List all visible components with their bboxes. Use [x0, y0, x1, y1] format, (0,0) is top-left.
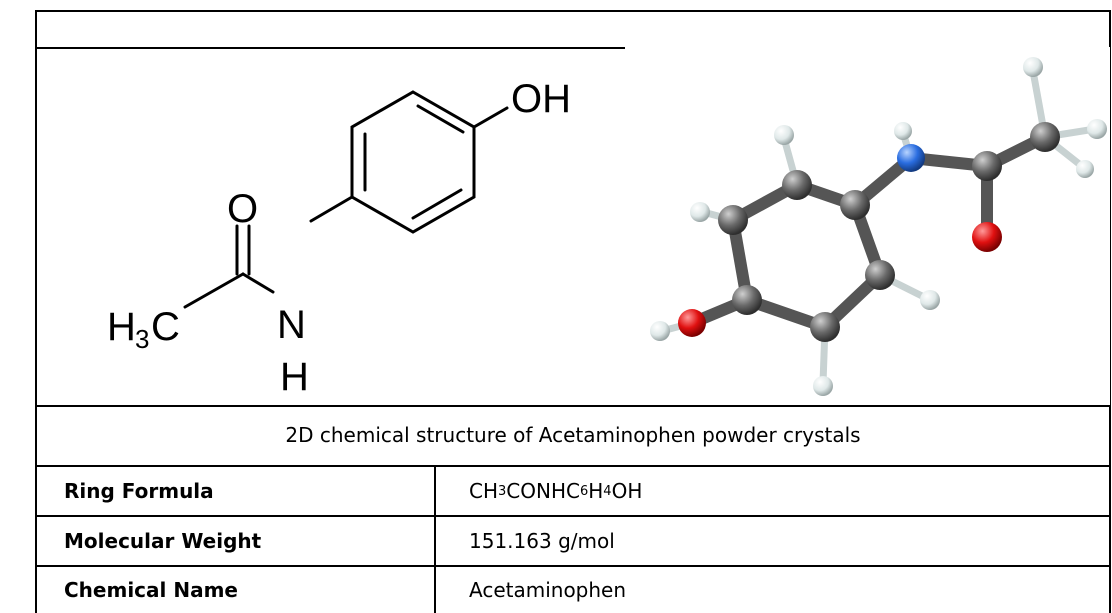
hydrogen-atom [1023, 57, 1043, 77]
structure-2d-image: O N H OH H 3 C [107, 77, 571, 399]
atom-h-amine: H [280, 355, 309, 399]
formula-text: CONHC [506, 479, 580, 503]
carbon-atom [810, 312, 840, 342]
carbon-atom [972, 151, 1002, 181]
property-value-chemical-name: Acetaminophen [469, 578, 627, 602]
formula-subscript: 6 [579, 483, 589, 499]
atom-n: N [277, 303, 306, 347]
hydrogen-atom [690, 202, 710, 222]
carbon-atom [718, 205, 748, 235]
table-rule-caption [35, 465, 1111, 467]
oxygen-atom [972, 222, 1002, 252]
formula-text: CH [469, 479, 499, 503]
carbon-atom [732, 285, 762, 315]
table-rule-images [35, 405, 1111, 407]
formula-text: OH [611, 479, 643, 503]
nitrogen-atom [897, 144, 925, 172]
atom-o-carbonyl: O [227, 187, 258, 231]
carbon-atom [865, 260, 895, 290]
hydrogen-atom [920, 290, 940, 310]
table-column-divider [434, 465, 436, 613]
bond-ring-n [309, 195, 354, 223]
atom-oh: OH [511, 77, 571, 121]
hydrogen-atom [1076, 160, 1094, 178]
bond-ring-oh [472, 106, 509, 129]
carbon-atom [782, 170, 812, 200]
formula-text: H [588, 479, 604, 503]
table-rule-top-row [35, 47, 1111, 49]
property-label-chemical-name: Chemical Name [64, 578, 238, 602]
ring-inner-bond-2 [411, 188, 463, 220]
oxygen-atom [678, 309, 706, 337]
atom-h-methyl-sub: 3 [135, 324, 149, 354]
carbon-atom [840, 190, 870, 220]
benzene-ring [350, 90, 476, 234]
bond-carbonyl-methyl [183, 272, 245, 309]
hydrogen-atom [774, 125, 794, 145]
bond-n-carbonyl [241, 272, 275, 294]
atom-c-methyl: C [151, 305, 180, 349]
hydrogen-atom [813, 376, 833, 396]
property-label-molecular-weight: Molecular Weight [64, 529, 262, 553]
formula-subscript: 3 [498, 483, 507, 499]
property-label-ring-formula: Ring Formula [64, 479, 214, 503]
hydrogen-atom [1087, 119, 1107, 139]
ring-inner-bond-1 [416, 104, 465, 134]
carbon-atom [1030, 122, 1060, 152]
table-rule-row2 [35, 565, 1111, 567]
property-value-molecular-weight: 151.163 g/mol [469, 529, 615, 553]
figure-caption: 2D chemical structure of Acetaminophen p… [285, 423, 861, 447]
document-table-frame [35, 10, 1111, 613]
hydrogen-atom [894, 122, 912, 140]
hydrogen-atom [650, 321, 670, 341]
formula-subscript: 4 [603, 483, 612, 499]
structure-3d-model-image [625, 47, 1110, 405]
table-rule-row1 [35, 515, 1111, 517]
atom-h-methyl: H [107, 305, 136, 349]
